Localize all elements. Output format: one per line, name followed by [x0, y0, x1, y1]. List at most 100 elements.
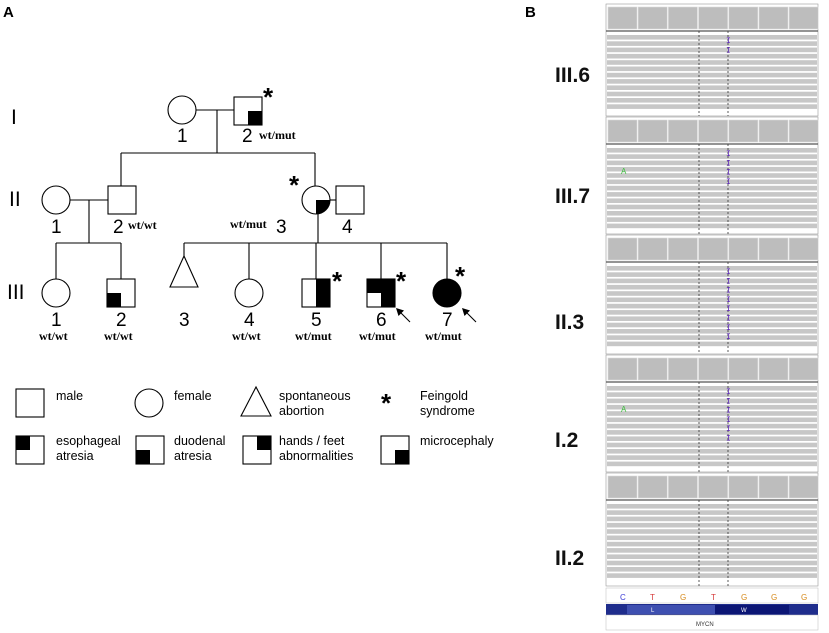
individual-iii-6-genotype: wt/mut — [359, 329, 396, 343]
panel-b-label: B — [525, 4, 536, 21]
insertion-mark: I — [726, 324, 731, 333]
generation-label-iii: III — [7, 281, 25, 304]
sequence-read — [607, 541, 817, 547]
sequence-read — [607, 449, 817, 454]
sequence-read — [607, 85, 817, 90]
individual-i-2-star: * — [263, 82, 274, 112]
individual-iii-5-genotype: wt/mut — [295, 329, 332, 343]
sequence-read — [607, 297, 817, 303]
insertion-mark: I — [726, 268, 731, 277]
individual-i-2-number: 2 — [242, 126, 253, 147]
igv-sample-label: III.7 — [555, 185, 590, 208]
individual-iii-7-symbol — [432, 278, 462, 308]
igv-track: II.2 — [555, 472, 819, 587]
coverage-block — [698, 119, 728, 143]
coverage-block — [668, 357, 698, 381]
coverage-block — [728, 475, 759, 499]
individual-ii-3-genotype: wt/mut — [230, 217, 267, 231]
sequence-read — [607, 160, 817, 166]
sequence-read — [607, 53, 817, 59]
individual-i-1-symbol — [167, 95, 197, 125]
reference-base-6: G — [771, 593, 777, 602]
coverage-block — [637, 119, 668, 143]
sequence-read — [607, 404, 817, 410]
sequence-read — [607, 303, 817, 309]
individual-ii-4-symbol — [335, 185, 365, 215]
coverage-block — [637, 237, 668, 261]
individual-iii-1-genotype: wt/wt — [39, 329, 68, 343]
individual-ii-3-number: 3 — [276, 217, 287, 238]
sequence-read — [607, 529, 817, 534]
individual-iii-7-star: * — [455, 261, 466, 291]
coverage-block — [698, 475, 728, 499]
sequence-read — [607, 179, 817, 185]
sequence-read — [607, 461, 817, 467]
sequence-read — [607, 91, 817, 97]
coverage-block — [758, 6, 789, 30]
insertion-mark: I — [726, 150, 731, 159]
sequence-read — [607, 548, 817, 553]
coverage-block — [668, 119, 698, 143]
coverage-block — [788, 357, 819, 381]
sequence-read — [607, 266, 817, 271]
sequence-read — [607, 272, 817, 277]
sequence-read — [607, 278, 817, 284]
individual-ii-2-symbol — [107, 185, 137, 215]
individual-i-1-number: 1 — [177, 126, 188, 147]
insertion-mark: I — [726, 296, 731, 305]
legend-microcephaly-symbol — [380, 435, 410, 465]
mismatch-base: A — [621, 405, 627, 414]
gene-name: MYCN — [696, 622, 714, 628]
reference-base-5: G — [741, 593, 747, 602]
legend-male-symbol — [15, 388, 45, 418]
sequence-read — [607, 516, 817, 522]
sequence-read — [607, 310, 817, 315]
sequence-read — [607, 398, 817, 404]
individual-ii-2-number: 2 — [113, 217, 124, 238]
insertion-mark: I — [726, 178, 731, 187]
coverage-block — [637, 6, 668, 30]
sequence-read — [607, 455, 817, 460]
coverage-block — [607, 475, 638, 499]
sequence-read — [607, 386, 817, 391]
individual-i-2-genotype: wt/mut — [259, 128, 296, 142]
sequence-read — [607, 41, 817, 46]
sequence-read — [607, 510, 817, 515]
reference-base-7: G — [801, 593, 807, 602]
panel-a-label: A — [3, 4, 14, 21]
sequence-read — [607, 148, 817, 153]
legend: male female spontaneous abortion * Feing… — [15, 385, 494, 465]
coverage-block — [758, 475, 789, 499]
legend-abortion-label-2: abortion — [279, 404, 324, 418]
insertion-mark: I — [726, 397, 731, 406]
legend-duodenal-symbol — [135, 435, 165, 465]
insertion-mark: I — [726, 305, 731, 314]
sequence-read — [607, 430, 817, 435]
sequence-read — [607, 185, 817, 191]
sequence-read — [607, 341, 817, 347]
gene-track: MYCN — [605, 614, 819, 631]
coverage-block — [607, 357, 638, 381]
insertion-mark: I — [726, 37, 731, 46]
coverage-block — [788, 119, 819, 143]
legend-esophageal-label-1: esophageal — [56, 434, 121, 448]
individual-ii-1-number: 1 — [51, 217, 62, 238]
individual-iii-2-symbol — [106, 278, 136, 308]
insertion-mark: I — [726, 159, 731, 168]
insertion-mark: I — [726, 287, 731, 296]
insertion-mark: I — [726, 407, 731, 416]
individual-iii-4-number: 4 — [244, 310, 255, 331]
individual-ii-1-symbol — [41, 185, 71, 215]
sequence-read — [607, 322, 817, 328]
sequence-read — [607, 291, 817, 296]
legend-hands-feet-label-1: hands / feet — [279, 434, 345, 448]
individual-iii-6-star: * — [396, 266, 407, 296]
legend-microcephaly-label: microcephaly — [420, 434, 494, 448]
individual-ii-3-symbol — [301, 185, 331, 215]
amino-acid-2: W — [741, 608, 747, 614]
coverage-block — [758, 237, 789, 261]
coverage-block — [607, 6, 638, 30]
